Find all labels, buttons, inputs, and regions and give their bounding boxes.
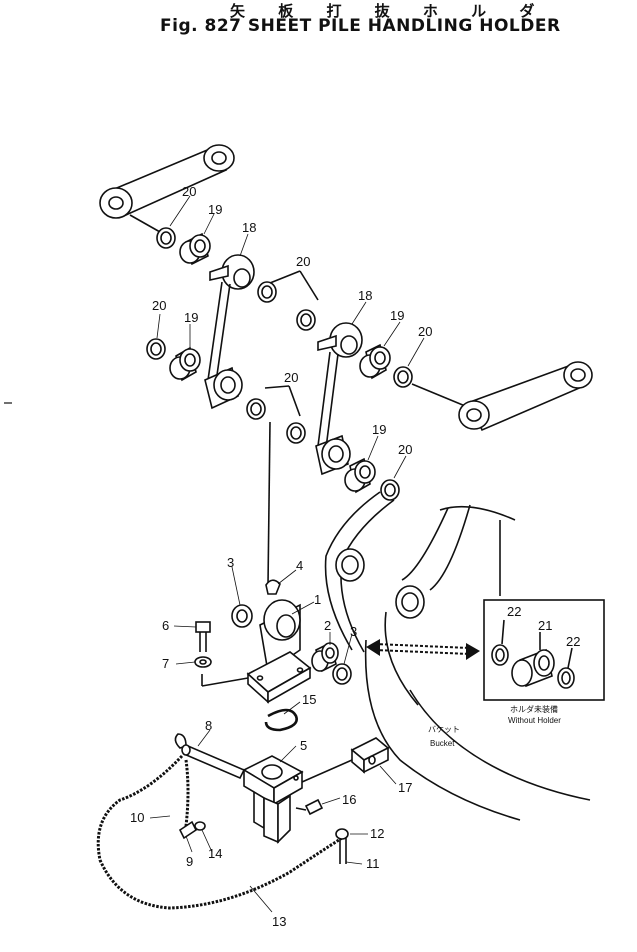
- washer-14: [194, 821, 206, 831]
- callout-2: 2: [324, 618, 331, 633]
- callout-19-right-lower: 19: [372, 422, 386, 437]
- washer-3-left: [231, 604, 253, 628]
- callout-18-left: 18: [242, 220, 256, 235]
- washer-7: [194, 656, 212, 668]
- callout-20-upper: 20: [182, 184, 196, 199]
- seal-ring-20-right-lower: [380, 479, 400, 501]
- callout-20-mid: 20: [296, 254, 310, 269]
- callout-22a: 22: [507, 604, 521, 619]
- callout-17: 17: [398, 780, 412, 795]
- lock-pin-11-12: [335, 828, 349, 864]
- callout-10: 10: [130, 810, 144, 825]
- callout-20-lower: 20: [284, 370, 298, 385]
- callout-18-right: 18: [358, 288, 372, 303]
- pin-16: [295, 798, 324, 816]
- bushing-19-left: [169, 346, 201, 382]
- seal-ring-20-upper: [156, 227, 176, 249]
- seal-ring-20-lower-a: [246, 398, 266, 420]
- bolt-6: [195, 621, 211, 652]
- inset-without-holder: [483, 599, 605, 701]
- seal-ring-20-lower-b: [286, 422, 306, 444]
- callout-15: 15: [302, 692, 316, 707]
- callout-12: 12: [370, 826, 384, 841]
- seal-ring-20-left: [146, 338, 166, 360]
- holder-body-1: [246, 599, 312, 704]
- diagram-title-japanese: 矢 板 打 抜 ホ ル ダ: [230, 2, 549, 20]
- callout-19-left: 19: [184, 310, 198, 325]
- callout-16: 16: [342, 792, 356, 807]
- snap-ring-15: [264, 708, 298, 732]
- seal-ring-20-mid-a: [257, 281, 277, 303]
- link-arm-upper-left: [99, 144, 235, 219]
- callout-11: 11: [366, 856, 380, 871]
- clip-4: [265, 579, 281, 595]
- callout-20-right-upper: 20: [418, 324, 432, 339]
- callout-7: 7: [162, 656, 169, 671]
- inset-caption-jp: ホルダ未装備: [510, 704, 558, 714]
- callout-3-left: 3: [227, 555, 234, 570]
- callout-13: 13: [272, 914, 286, 929]
- washer-3-right: [332, 663, 352, 685]
- bucket-label-jp: バケット: [428, 725, 460, 734]
- link-18-right: [315, 322, 363, 476]
- chain-13: [96, 754, 343, 910]
- inset-caption: Without Holder: [508, 716, 561, 725]
- callout-3-right: 3: [350, 624, 357, 639]
- callout-21: 21: [538, 618, 552, 633]
- callout-19-right: 19: [390, 308, 404, 323]
- seal-ring-20-right-upper: [393, 366, 413, 388]
- seal-ring-20-mid-b: [296, 309, 316, 331]
- diagram-title: Fig. 827 SHEET PILE HANDLING HOLDER: [160, 16, 561, 36]
- callout-9: 9: [186, 854, 193, 869]
- callout-5: 5: [300, 738, 307, 753]
- callout-22b: 22: [566, 634, 580, 649]
- bushing-19-right-upper: [359, 343, 391, 380]
- callout-19-upper: 19: [208, 202, 222, 217]
- callout-8: 8: [205, 718, 212, 733]
- callout-6: 6: [162, 618, 169, 633]
- link-18-left: [204, 254, 255, 410]
- callout-4: 4: [296, 558, 303, 573]
- callout-1: 1: [314, 592, 321, 607]
- callout-14: 14: [208, 846, 222, 861]
- bracket-5: [242, 755, 304, 844]
- leader-lines: [149, 195, 425, 913]
- block-17: [350, 737, 390, 774]
- link-arm-right: [458, 361, 593, 432]
- double-arrow: [366, 639, 480, 660]
- bucket-label: Bucket: [430, 739, 455, 748]
- pin-9: [178, 820, 198, 840]
- pin-8: [174, 733, 246, 780]
- bushing-19-upper: [179, 232, 211, 266]
- bushing-2: [311, 641, 339, 673]
- bucket-outline: [324, 491, 591, 821]
- callout-20-left: 20: [152, 298, 166, 313]
- callout-20-right-lower: 20: [398, 442, 412, 457]
- bushing-19-right-lower: [344, 457, 376, 494]
